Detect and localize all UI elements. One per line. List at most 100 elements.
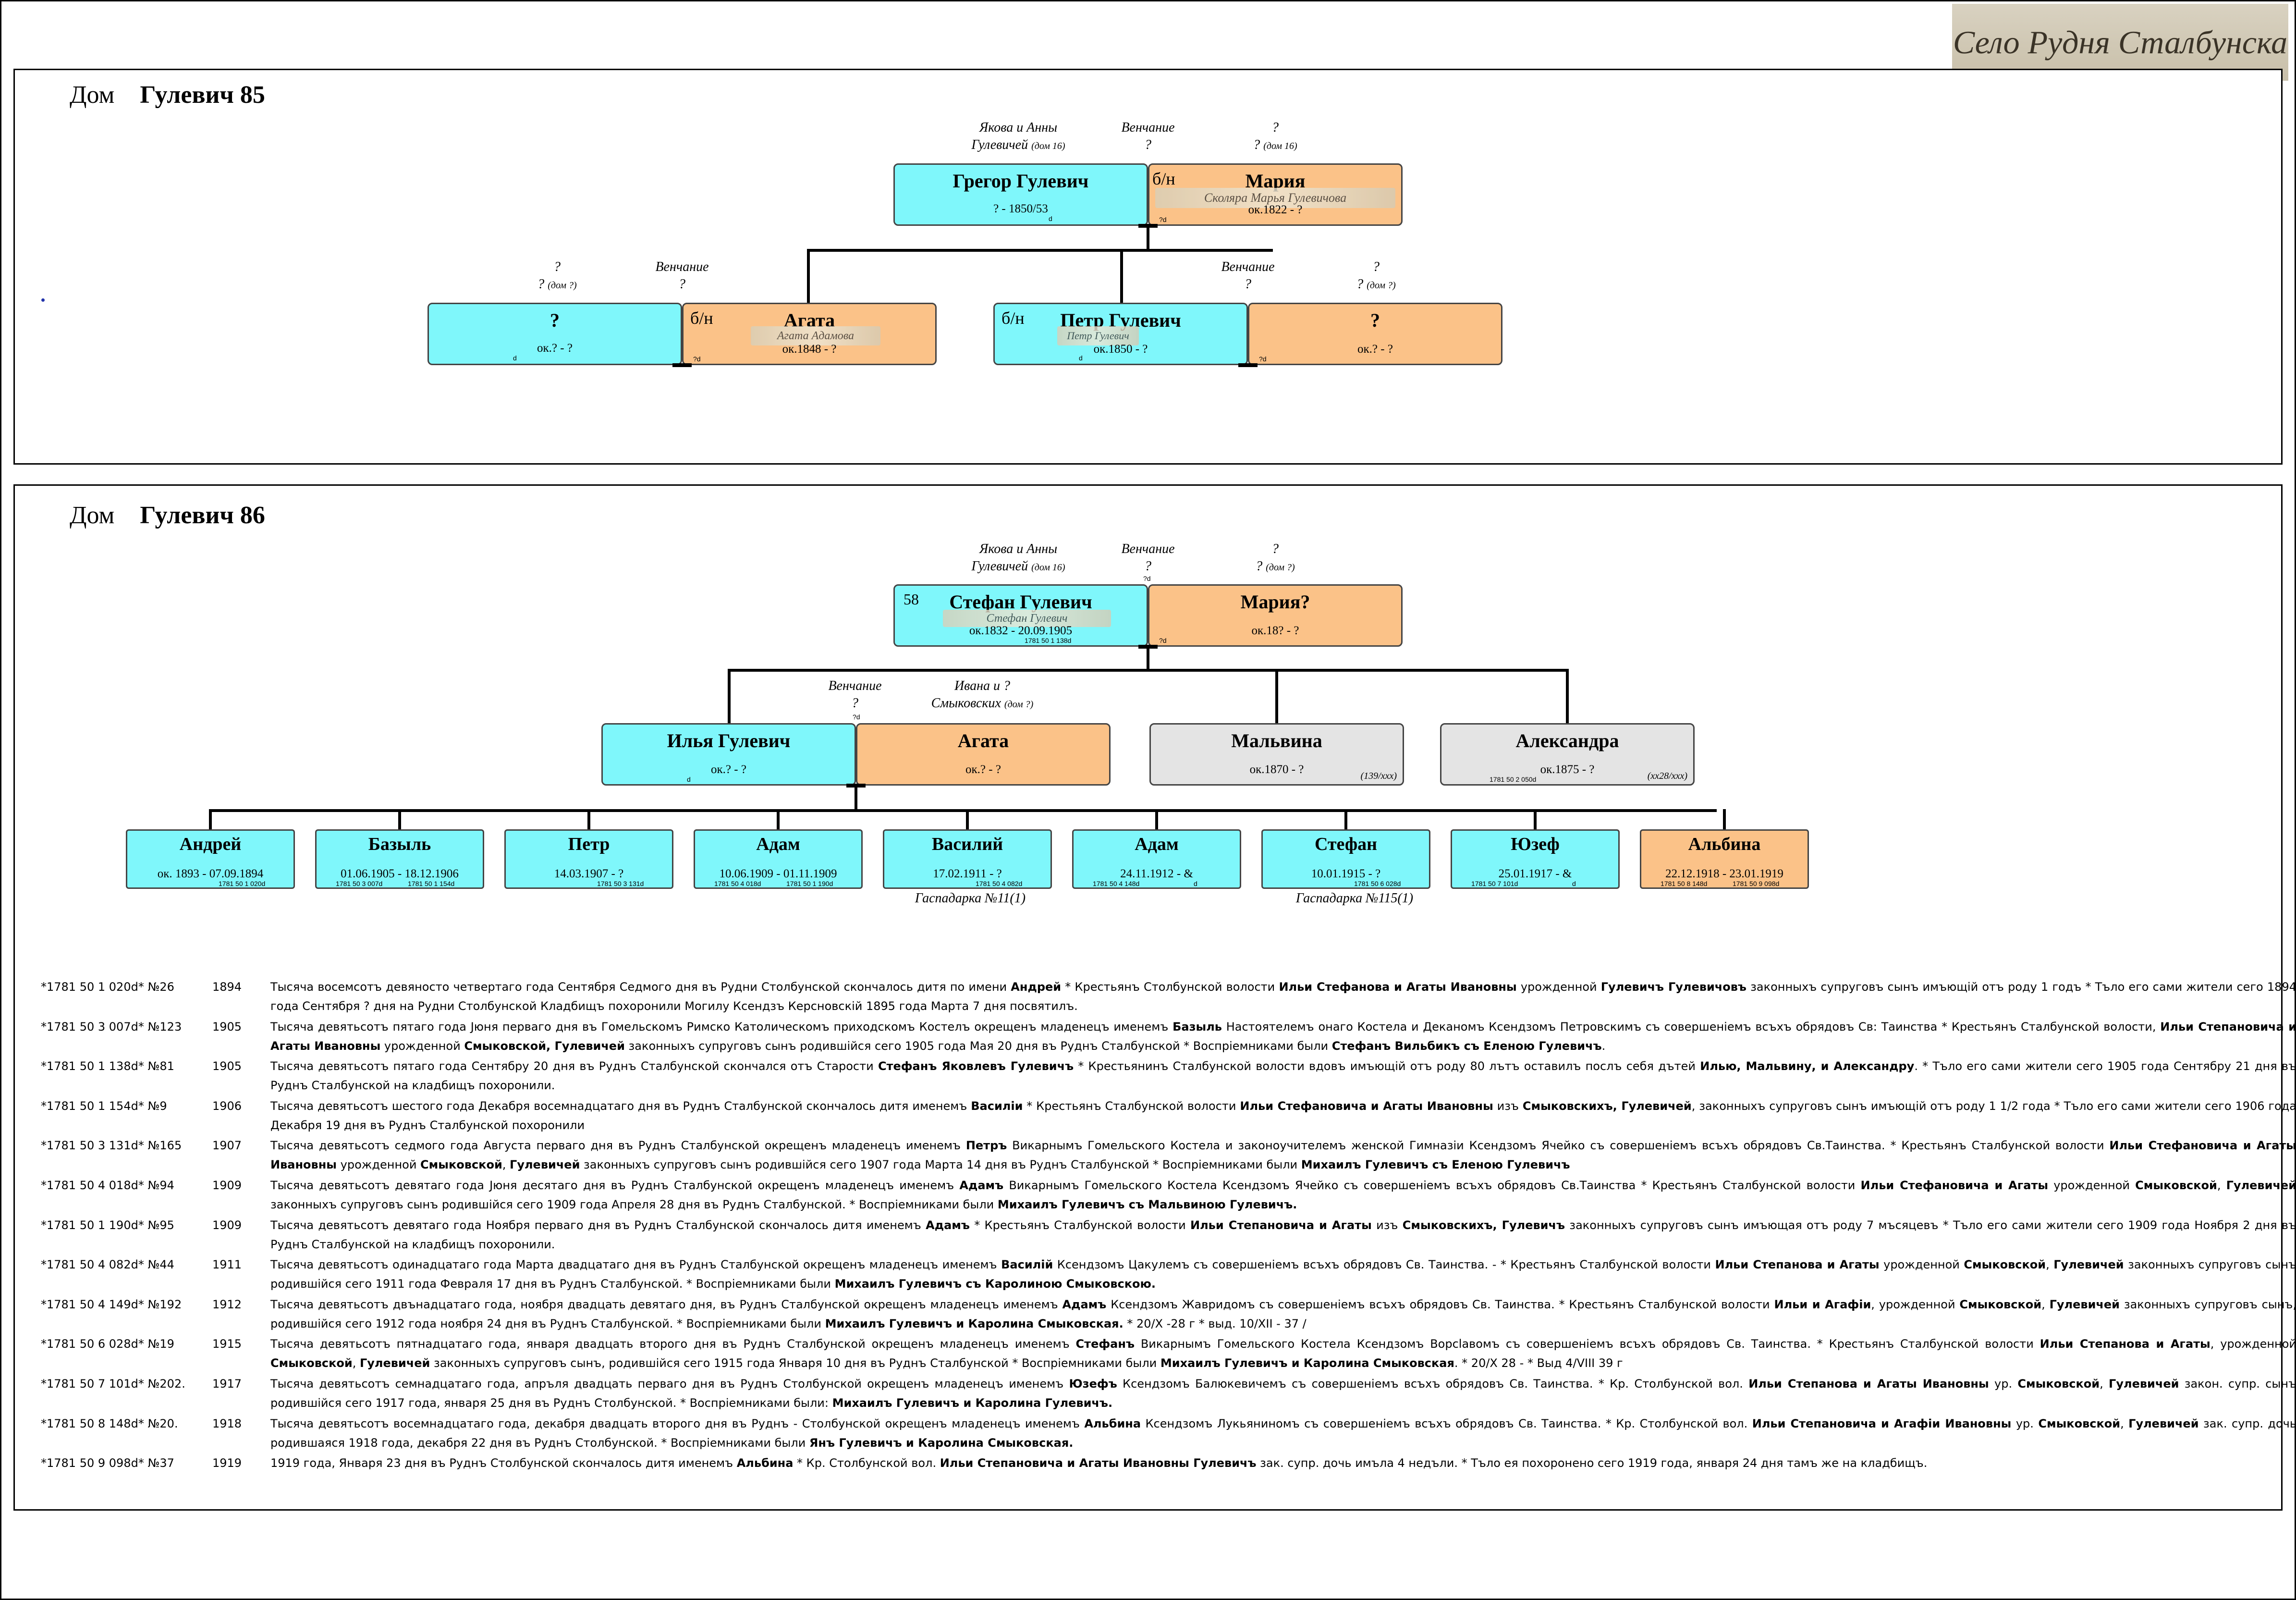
person-dates: ? - 1850/53: [993, 202, 1048, 215]
person-dates: ок.1832 - 20.09.1905: [969, 624, 1073, 637]
house-label: Дом: [70, 81, 115, 109]
parents-line2: ? (дом ?): [1356, 277, 1396, 292]
person-name: Адам: [1135, 834, 1179, 854]
person-agata-86[interactable]: Агата ок.? - ?: [856, 723, 1111, 786]
record-id: *1781 50 3 131d* №165: [41, 1139, 182, 1153]
person-name: Петр: [568, 834, 610, 854]
person-stefan[interactable]: 58 Стефан Гулевич Стефан Гулевич ок.1832…: [893, 584, 1148, 647]
person-dates: 01.06.1905 - 18.12.1906: [341, 867, 459, 880]
person-aleksandra[interactable]: Александра ок.1875 - ? 1781 50 2 050d (х…: [1440, 723, 1695, 786]
person-tag: d: [1079, 354, 1083, 362]
person-dates: ок.1822 - ?: [1248, 203, 1303, 216]
record-ref: 1781 50 3 131d: [597, 880, 644, 887]
record-id: *1781 50 3 007d* №123: [41, 1020, 182, 1034]
connector: [1147, 226, 1149, 251]
record-ref: 1781 50 1 190d: [786, 880, 833, 887]
person-petr-85[interactable]: б/н Петр Гулевич Петр Гулевич ок.1850 - …: [993, 303, 1248, 365]
record-ref: 1781 50 3 007d: [336, 880, 383, 887]
person-dates: ок.? - ?: [711, 763, 746, 776]
union-marker: [1238, 363, 1258, 367]
signature-image: Сколяра Марья Гулевичова: [1155, 188, 1395, 208]
record-year: 1918: [212, 1416, 242, 1430]
record-text: Тысяча девятьсотъ одинадцатаго года Март…: [270, 1258, 2296, 1291]
person-dates: 24.11.1912 - &: [1120, 867, 1193, 880]
person-name: Агата: [957, 730, 1009, 751]
wedding-note: Венчание ?: [807, 677, 903, 712]
record-ref: 1781 50 7 101d: [1471, 880, 1518, 887]
record-text: Тысяча девятьсотъ пятнадцатаго года, янв…: [270, 1337, 2296, 1370]
person-unknown-husband[interactable]: ? ок.? - ? d: [427, 303, 682, 365]
wedding-label: Венчание: [655, 259, 709, 274]
record-ref: 1781 50 2 050d: [1490, 775, 1537, 783]
connector: [966, 809, 969, 829]
wedding-label: Венчание: [1221, 259, 1275, 274]
union-marker: [672, 363, 692, 367]
record-ref: 1781 50 8 148d: [1661, 880, 1708, 887]
wedding-note: Венчание ?: [1100, 541, 1196, 575]
person-ilya[interactable]: Илья Гулевич ок.? - ? d: [601, 723, 856, 786]
record-ref: 1781 50 1 138d: [1025, 637, 1072, 644]
grandchild-box[interactable]: Василий 17.02.1911 - ? 1781 50 4 082d: [883, 829, 1052, 889]
person-maria[interactable]: б/н Мария Сколяра Марья Гулевичова ок.18…: [1148, 163, 1403, 226]
no-surname-mark: б/н: [1152, 169, 1175, 188]
marker-dot: [41, 298, 45, 302]
person-agata-85[interactable]: б/н Агата Агата Адамова ок.1848 - ? ?d: [682, 303, 937, 365]
person-dates: 25.01.1917 - &: [1498, 867, 1572, 880]
record-id: *1781 50 6 028d* №19: [41, 1337, 174, 1351]
grandchild-box[interactable]: Стефан 10.01.1915 - ? 1781 50 6 028d: [1261, 829, 1430, 889]
signature-image: Агата Адамова: [751, 326, 880, 345]
record-ref: 1781 50 4 018d: [714, 880, 761, 887]
record-ref: 1781 50 9 098d: [1733, 880, 1780, 887]
person-dates: ок.1875 - ?: [1540, 763, 1595, 776]
record-text: 1919 года, Января 23 дня въ Руднъ Столбу…: [270, 1456, 1928, 1470]
grandchild-box[interactable]: Адам 10.06.1909 - 01.11.1909 1781 50 4 0…: [694, 829, 863, 889]
record-text: Тысяча восемсотъ девяносто четвертаго го…: [270, 980, 2296, 1013]
person-dates: ок.18? - ?: [1251, 624, 1299, 637]
person-name: ?: [550, 309, 560, 331]
record-text: Тысяча девятьсотъ пятаго года Jюня перва…: [270, 1020, 2296, 1053]
parents-line2: Гулевичей (дом 16): [971, 559, 1065, 574]
connector: [1566, 669, 1569, 723]
person-name: Грегор Гулевич: [953, 170, 1089, 192]
household-note: Гаспадарка №115(1): [1295, 891, 1414, 906]
person-tag: ?d: [1259, 355, 1267, 363]
house-name: Гулевич 85: [140, 81, 265, 109]
record-text: Тысяча девятьсотъ седмого года Августа п…: [270, 1139, 2296, 1172]
connector: [210, 809, 1717, 812]
person-unknown-wife[interactable]: ? ок.? - ? ?d: [1248, 303, 1502, 365]
counter: (хх28/ххх): [1647, 771, 1687, 781]
record-id: *1781 50 4 149d* №192: [41, 1297, 182, 1311]
parents-line: Ивана и ?: [954, 678, 1011, 693]
grandchild-box[interactable]: Базыль 01.06.1905 - 18.12.1906 1781 50 3…: [315, 829, 484, 889]
parents-line: ?: [554, 259, 561, 274]
record-ref: 1781 50 4 148d: [1093, 880, 1140, 887]
wedding-value: ?: [852, 696, 858, 711]
person-gregor[interactable]: Грегор Гулевич ? - 1850/53 d: [893, 163, 1148, 226]
record-id: *1781 50 9 098d* №37: [41, 1456, 174, 1470]
parents-line2: Гулевичей (дом 16): [971, 137, 1065, 152]
wedding-note: Венчание ?: [1100, 119, 1196, 154]
person-name: Мальвина: [1231, 730, 1322, 751]
connector: [1155, 809, 1158, 829]
grandchild-box[interactable]: Юзеф 25.01.1917 - & 1781 50 7 101d d: [1451, 829, 1620, 889]
spouse-parents-note: ? ? (дом ?): [1319, 258, 1434, 294]
grandchild-box[interactable]: Адам 24.11.1912 - & 1781 50 4 148d d: [1072, 829, 1241, 889]
wedding-note: Венчание ?: [634, 258, 730, 293]
record-ref: 1781 50 6 028d: [1354, 880, 1401, 887]
house-85-title: Дом Гулевич 85: [70, 81, 265, 109]
person-malvina[interactable]: Мальвина ок.1870 - ? (139/ххх): [1149, 723, 1404, 786]
counter: (139/ххх): [1360, 771, 1397, 781]
connector: [777, 809, 780, 829]
grandchild-box[interactable]: Петр 14.03.1907 - ? 1781 50 3 131d: [504, 829, 673, 889]
person-maria-86[interactable]: Мария? ок.18? - ? ?d: [1148, 584, 1403, 647]
record-text: Тысяча девятьсотъ семнадцатаго года, апр…: [270, 1377, 2296, 1410]
grandchild-box[interactable]: Альбина 22.12.1918 - 23.01.1919 1781 50 …: [1640, 829, 1809, 889]
record-year: 1912: [212, 1297, 242, 1311]
person-tag: ?d: [1159, 637, 1167, 644]
person-number: 58: [904, 591, 919, 608]
person-tag: d: [1049, 215, 1052, 222]
person-name: Юзеф: [1511, 834, 1560, 854]
grandchild-box[interactable]: Андрей ок. 1893 - 07.09.1894 1781 50 1 0…: [126, 829, 295, 889]
person-dates: ок. 1893 - 07.09.1894: [157, 867, 264, 880]
